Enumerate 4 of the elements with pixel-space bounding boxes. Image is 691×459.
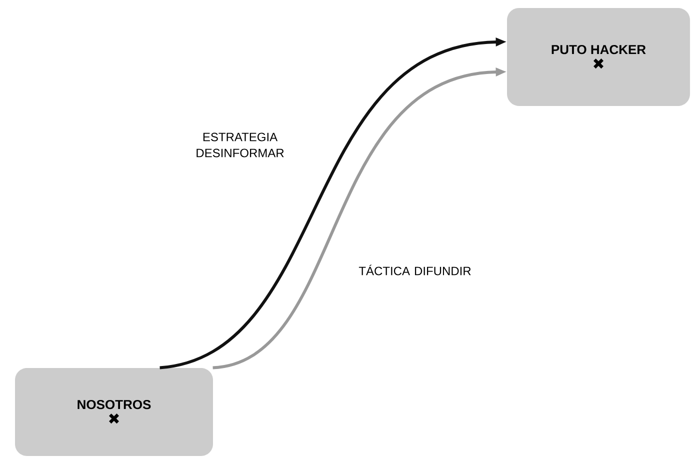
node-box: PUTO HACKER ✖ bbox=[507, 8, 690, 106]
edge-label: TÁCTICA DIFUNDIR bbox=[358, 264, 471, 276]
edge-label: ESTRATEGIA DESINFORMAR bbox=[196, 132, 284, 158]
node-box: NOSOTROS ✖ bbox=[15, 368, 213, 456]
